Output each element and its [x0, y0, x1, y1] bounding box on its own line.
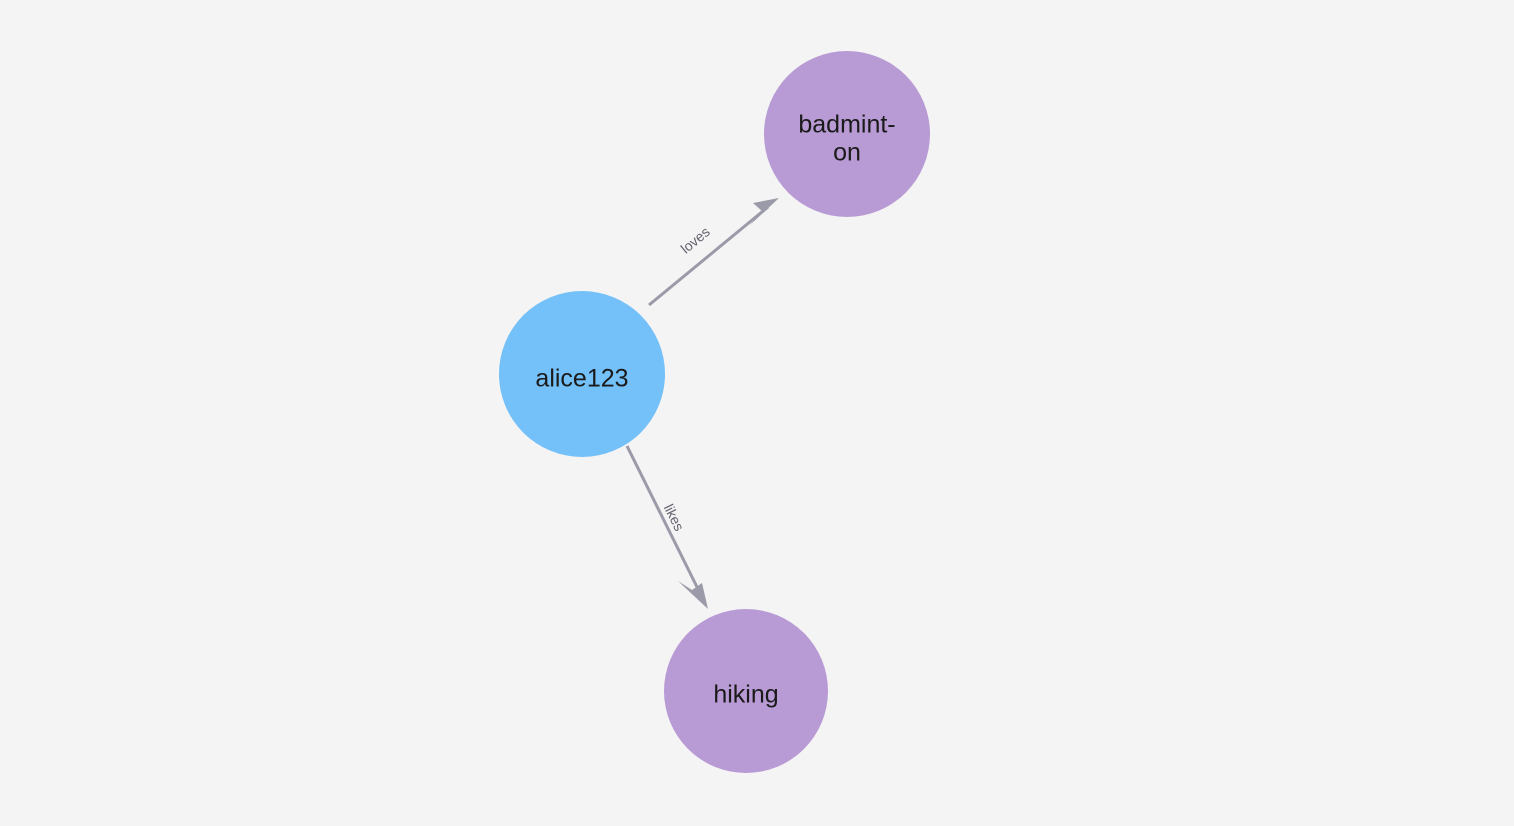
- arrowhead-icon: [750, 198, 779, 225]
- edge-line: [648, 205, 769, 307]
- node-circle[interactable]: [499, 291, 665, 457]
- edge-label: loves: [677, 223, 712, 256]
- node-circle[interactable]: [664, 609, 828, 773]
- arrowhead-icon: [678, 581, 708, 609]
- node-badminton[interactable]: badmint- on: [764, 51, 930, 217]
- node-alice123[interactable]: alice123: [499, 291, 665, 457]
- edge-alice123-loves-badminton[interactable]: loves: [648, 198, 779, 307]
- edge-alice123-likes-hiking[interactable]: likes: [625, 445, 708, 609]
- edge-line: [625, 445, 701, 592]
- edge-label: likes: [661, 501, 688, 533]
- node-hiking[interactable]: hiking: [664, 609, 828, 773]
- node-group: alice123 badmint- on hiking: [499, 51, 930, 773]
- node-circle[interactable]: [764, 51, 930, 217]
